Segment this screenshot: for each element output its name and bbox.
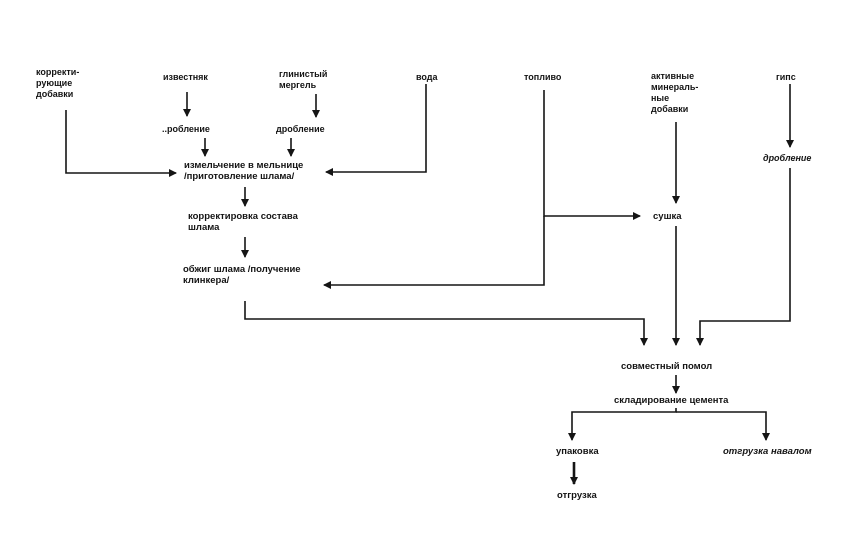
node-clay-marl: глинистый мергель [279, 69, 328, 90]
arrow-gypsum-crushing-to-milling [696, 168, 791, 346]
node-limestone: известняк [163, 72, 208, 82]
node-packing: упаковка [556, 446, 599, 457]
arrow-fuel-to-drying [543, 90, 641, 220]
node-cement-storage: складирование цемента [614, 395, 729, 406]
arrow-storage-to-bulk-shipping [676, 411, 770, 441]
node-crushing-marl: дробление [276, 124, 325, 134]
node-fuel: топливо [524, 72, 562, 82]
node-grinding-slurry: измельчение в мельнице /приготовление шл… [184, 160, 304, 182]
node-burning-clinker: обжиг шлама /получение клинкера/ [183, 264, 301, 286]
node-crushing-limestone: ..робление [162, 124, 210, 134]
node-joint-milling: совместный помол [621, 361, 713, 372]
node-active-mineral-additives: активные минераль- ные добавки [651, 71, 699, 114]
node-gypsum: гипс [776, 72, 796, 82]
arrow-fuel-to-burning [323, 216, 545, 289]
node-shipping: отгрузка [557, 490, 597, 501]
node-water: вода [416, 72, 438, 82]
node-bulk-shipping: отгрузка навалом [723, 446, 812, 457]
node-crushing-gypsum: дробление [763, 153, 812, 163]
node-slurry-correction: корректировка состава шлама [188, 211, 298, 233]
arrow-storage-to-packing [568, 408, 677, 441]
arrow-water-to-grinding [325, 84, 427, 176]
node-drying: сушка [653, 211, 682, 222]
arrow-additives-to-grinding [65, 110, 177, 177]
arrow-burning-to-milling [244, 301, 648, 346]
node-correcting-additives: корректи- рующие добавки [36, 67, 80, 99]
